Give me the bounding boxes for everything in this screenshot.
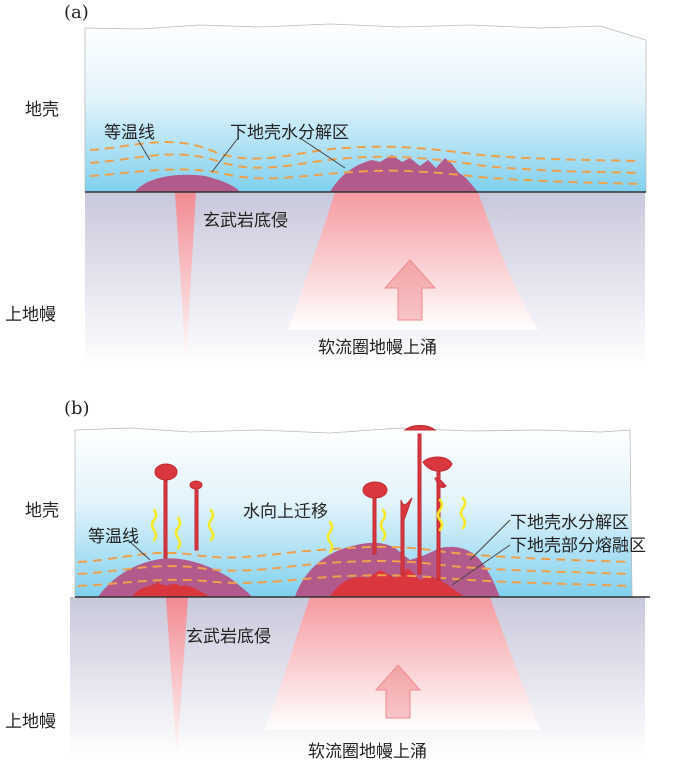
isotherms-b (77, 545, 631, 587)
panel-a-tag: (a) (64, 2, 89, 23)
dehydration-label-b: 下地壳水分解区 (510, 513, 629, 533)
upwelling-label-a: 软流圈地幔上涌 (318, 338, 437, 358)
asthenosphere-plume-b (265, 597, 540, 730)
leader-dehydration-b (469, 519, 511, 561)
basalt-underplating-label-b: 玄武岩底侵 (186, 627, 271, 647)
dehydration-label-a: 下地壳水分解区 (230, 123, 349, 143)
leader-isotherm-b (127, 539, 151, 561)
dehydration-zone-left-b (98, 558, 252, 597)
isotherms-a (89, 141, 641, 185)
leader-melting-b (451, 544, 511, 586)
leader-isotherm-a (137, 139, 151, 161)
upwelling-arrow-a (383, 259, 437, 321)
panel-b-tag: (b) (64, 398, 90, 419)
rising-fluids-b (150, 496, 467, 554)
isotherm-label-a: 等温线 (104, 123, 155, 143)
basalt-underplating-label-a: 玄武岩底侵 (203, 211, 288, 231)
isotherm-label-b: 等温线 (88, 527, 139, 547)
magma-conduits-b (154, 425, 453, 581)
partial-melting-label-b: 下地壳部分熔融区 (510, 536, 646, 556)
melt-pod-right-b (330, 568, 465, 597)
panel-b (70, 425, 650, 760)
upwelling-arrow-b (374, 664, 422, 719)
melt-pod-left-b (132, 582, 210, 597)
asthenosphere-plume-a (288, 192, 538, 330)
upwelling-label-b: 软流圈地幔上涌 (308, 742, 427, 762)
upper-mantle-label-b: 上地幔 (5, 712, 56, 732)
leader-dehydration-left-a (211, 137, 239, 173)
basalt-dike-a (175, 192, 196, 365)
leader-dehydration-right-a (299, 137, 346, 169)
dehydration-zone-right-a (330, 155, 478, 192)
basalt-dike-b (166, 597, 188, 760)
dehydration-zone-left-a (135, 174, 240, 192)
water-migration-label-b: 水向上迁移 (243, 502, 328, 522)
crust-label-b: 地壳 (25, 501, 59, 521)
upper-mantle-label-a: 上地幔 (5, 305, 56, 325)
panel-a (84, 23, 647, 367)
crust-label-a: 地壳 (25, 100, 59, 120)
